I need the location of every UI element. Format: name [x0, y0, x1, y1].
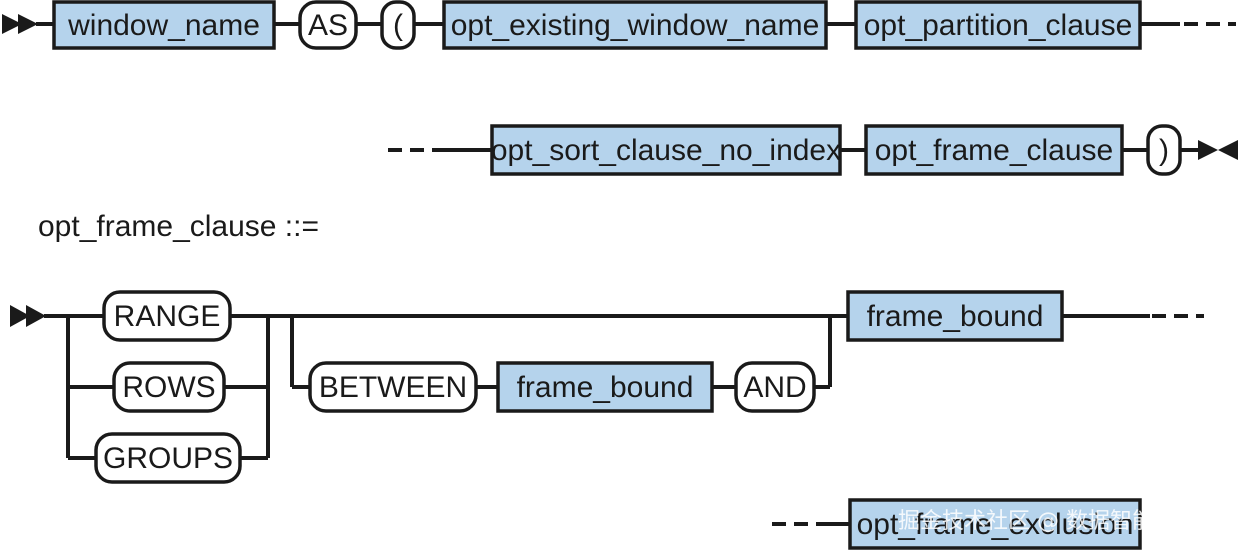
rule-heading: opt_frame_clause ::= [38, 210, 319, 243]
row2-end-arrow [1198, 140, 1238, 160]
as-keyword-label: AS [308, 9, 348, 42]
opt-existing-window-name-box: opt_existing_window_name [442, 0, 828, 50]
opt-partition-clause-box: opt_partition_clause [854, 0, 1142, 50]
frame-track [44, 314, 1204, 460]
opt-frame-exclusion-box: opt_frame_exclusion [848, 498, 1142, 550]
lparen-box: ( [380, 0, 416, 50]
opt-partition-clause-label: opt_partition_clause [864, 9, 1133, 42]
opt-existing-window-name-label: opt_existing_window_name [451, 9, 820, 42]
groups-keyword-box: GROUPS [94, 432, 242, 484]
lparen-label: ( [393, 9, 403, 42]
frame-bound-label-2: frame_bound [867, 300, 1044, 333]
as-keyword-box: AS [298, 0, 358, 50]
and-keyword-box: AND [734, 361, 816, 413]
between-keyword-box: BETWEEN [308, 361, 478, 413]
row1-start-arrow [2, 14, 38, 34]
opt-sort-clause-no-index-box: opt_sort_clause_no_index [490, 124, 842, 176]
rparen-label: ) [1159, 134, 1169, 167]
range-keyword-label: RANGE [114, 300, 221, 333]
between-keyword-label: BETWEEN [319, 371, 467, 404]
opt-frame-clause-label: opt_frame_clause [875, 134, 1113, 167]
rparen-box: ) [1146, 124, 1182, 176]
opt-sort-clause-no-index-label: opt_sort_clause_no_index [491, 134, 841, 167]
frame-bound-label-1: frame_bound [517, 371, 694, 404]
rows-keyword-box: ROWS [112, 361, 226, 413]
window-name-box: window_name [52, 0, 276, 50]
groups-keyword-label: GROUPS [103, 442, 233, 475]
watermark: 掘金技术社区 @ 数据智能老司机 [898, 509, 1220, 534]
rows-keyword-label: ROWS [122, 371, 215, 404]
window-name-label: window_name [67, 9, 260, 42]
frame-start-arrow [10, 305, 46, 327]
opt-frame-clause-box: opt_frame_clause [864, 124, 1124, 176]
and-keyword-label: AND [743, 371, 806, 404]
range-keyword-box: RANGE [102, 290, 232, 342]
frame-bound-box-1: frame_bound [496, 361, 714, 413]
opt-frame-exclusion-label: opt_frame_exclusion [857, 508, 1134, 541]
frame-bound-box-2: frame_bound [846, 290, 1064, 342]
